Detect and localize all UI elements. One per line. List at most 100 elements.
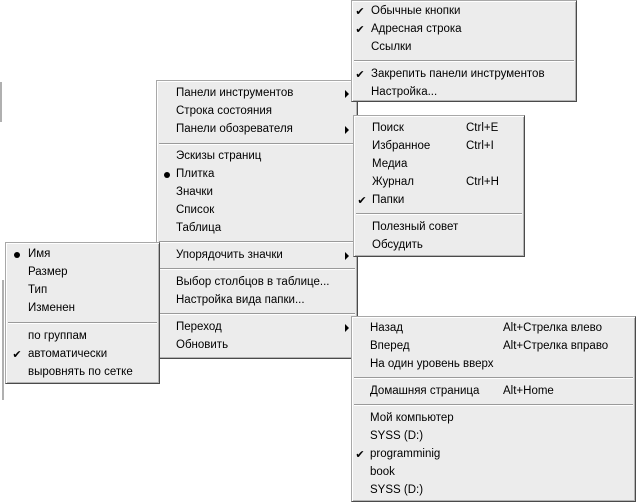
arrange-item-auto-arrange[interactable]: ✔ автоматически	[6, 346, 159, 364]
go-item-programminig[interactable]: ✔ programminig	[352, 446, 635, 464]
go-item-my-computer[interactable]: Мой компьютер	[352, 410, 635, 428]
menu-item-label: Закрепить панели инструментов	[371, 68, 545, 80]
menu-item-label: Вперед	[370, 340, 410, 352]
check-icon: ✔	[357, 195, 367, 207]
menu-item-label: Плитка	[176, 168, 215, 180]
submenu-arrow-icon	[345, 324, 349, 332]
view-menu-item-go-to[interactable]: Переход	[157, 319, 357, 337]
view-menu-item-details[interactable]: Таблица	[157, 220, 357, 238]
menu-item-label: по группам	[28, 330, 87, 342]
menu-item-label: programminig	[370, 448, 441, 460]
go-item-forward[interactable]: Вперед Alt+Стрелка вправо	[352, 338, 635, 356]
check-icon: ✔	[12, 349, 22, 361]
menu-item-label: Домашняя страница	[370, 385, 480, 397]
menu-item-label: Тип	[28, 284, 48, 296]
menu-item-label: Размер	[28, 266, 68, 278]
view-menu-item-list[interactable]: Список	[157, 202, 357, 220]
menu-separator	[354, 377, 633, 379]
toolbars-item-customize[interactable]: Настройка...	[352, 84, 576, 102]
explorer-bars-submenu: Поиск Ctrl+E Избранное Ctrl+I Медиа Журн…	[353, 115, 525, 257]
check-icon: ✔	[355, 449, 365, 461]
menu-item-label: Панели обозревателя	[176, 123, 293, 135]
go-item-syss-drive[interactable]: SYSS (D:)	[352, 428, 635, 446]
arrange-item-type[interactable]: Тип	[6, 282, 159, 300]
menu-item-label: Выбор столбцов в таблице...	[176, 276, 330, 288]
view-menu-item-explorer-bars[interactable]: Панели обозревателя	[157, 121, 357, 139]
view-menu-item-status-bar[interactable]: Строка состояния	[157, 103, 357, 121]
menu-item-label: book	[370, 466, 395, 478]
go-item-home-page[interactable]: Домашняя страница Alt+Home	[352, 383, 635, 401]
menu-item-label: Адресная строка	[371, 23, 462, 35]
toolbars-submenu: ✔ Обычные кнопки ✔ Адресная строка Ссылк…	[351, 0, 577, 102]
explorer-item-history[interactable]: Журнал Ctrl+H	[354, 174, 524, 192]
menu-item-label: Настройка вида папки...	[176, 294, 305, 306]
view-menu-item-refresh[interactable]: Обновить	[157, 337, 357, 355]
menu-item-shortcut: Ctrl+H	[466, 176, 499, 188]
explorer-item-favorites[interactable]: Избранное Ctrl+I	[354, 138, 524, 156]
menu-item-label: Панели инструментов	[176, 87, 294, 99]
view-menu-item-toolbars[interactable]: Панели инструментов	[157, 85, 357, 103]
check-icon: ✔	[355, 6, 365, 18]
menu-item-label: Имя	[28, 248, 51, 260]
menu-separator	[159, 268, 355, 270]
go-to-submenu: Назад Alt+Стрелка влево Вперед Alt+Стрел…	[351, 316, 636, 502]
view-menu-item-arrange-icons[interactable]: Упорядочить значки	[157, 247, 357, 265]
arrange-item-by-groups[interactable]: по группам	[6, 328, 159, 346]
menu-item-label: SYSS (D:)	[370, 430, 424, 442]
menu-item-shortcut: Alt+Стрелка влево	[503, 322, 603, 334]
menu-separator	[354, 404, 633, 406]
explorer-item-tip-of-day[interactable]: Полезный совет	[354, 219, 524, 237]
view-menu-item-choose-columns[interactable]: Выбор столбцов в таблице...	[157, 274, 357, 292]
check-icon: ✔	[355, 24, 365, 36]
menu-item-label: Упорядочить значки	[176, 249, 283, 261]
arrange-item-align-to-grid[interactable]: выровнять по сетке	[6, 364, 159, 382]
go-item-book[interactable]: book	[352, 464, 635, 482]
menu-item-label: SYSS (D:)	[370, 484, 424, 496]
menu-item-label: Папки	[372, 194, 405, 206]
view-menu-item-customize-folder[interactable]: Настройка вида папки...	[157, 292, 357, 310]
menu-item-label: Эскизы страниц	[176, 150, 262, 162]
toolbars-item-lock-toolbars[interactable]: ✔ Закрепить панели инструментов	[352, 66, 576, 84]
arrange-item-size[interactable]: Размер	[6, 264, 159, 282]
arrange-item-name[interactable]: Имя	[6, 246, 159, 264]
menu-item-label: Избранное	[372, 140, 431, 152]
go-item-up-one-level[interactable]: На один уровень вверх	[352, 356, 635, 374]
menu-item-label: Журнал	[372, 176, 414, 188]
background-window-fragment	[0, 82, 2, 122]
toolbars-item-links[interactable]: Ссылки	[352, 39, 576, 57]
explorer-item-search[interactable]: Поиск Ctrl+E	[354, 120, 524, 138]
toolbars-item-address-bar[interactable]: ✔ Адресная строка	[352, 21, 576, 39]
view-menu: Панели инструментов Строка состояния Пан…	[156, 80, 358, 359]
background-window-fragment	[2, 280, 4, 400]
submenu-arrow-icon	[345, 252, 349, 260]
view-menu-item-tiles[interactable]: Плитка	[157, 166, 357, 184]
menu-item-label: Значки	[176, 186, 213, 198]
menu-item-label: Назад	[370, 322, 403, 334]
menu-item-label: Ссылки	[371, 41, 412, 53]
arrange-icons-submenu: Имя Размер Тип Изменен по группам ✔ авто…	[5, 242, 160, 384]
menu-item-label: Таблица	[176, 222, 222, 234]
submenu-arrow-icon	[345, 126, 349, 134]
view-menu-item-icons[interactable]: Значки	[157, 184, 357, 202]
menu-separator	[159, 143, 355, 145]
menu-item-label: выровнять по сетке	[28, 366, 133, 378]
menu-item-label: Обсудить	[372, 239, 423, 251]
toolbars-item-standard-buttons[interactable]: ✔ Обычные кнопки	[352, 3, 576, 21]
menu-item-label: Обновить	[176, 339, 229, 351]
menu-item-label: Изменен	[28, 302, 75, 314]
go-item-syss-drive-2[interactable]: SYSS (D:)	[352, 482, 635, 500]
menu-item-label: Обычные кнопки	[371, 5, 461, 17]
explorer-item-folders[interactable]: ✔ Папки	[354, 192, 524, 210]
arrange-item-modified[interactable]: Изменен	[6, 300, 159, 318]
explorer-item-discuss[interactable]: Обсудить	[354, 237, 524, 255]
submenu-arrow-icon	[345, 90, 349, 98]
explorer-item-media[interactable]: Медиа	[354, 156, 524, 174]
bullet-icon	[14, 252, 20, 258]
go-item-back[interactable]: Назад Alt+Стрелка влево	[352, 320, 635, 338]
view-menu-item-thumbnails[interactable]: Эскизы страниц	[157, 148, 357, 166]
menu-item-label: Список	[176, 204, 215, 216]
menu-item-label: Настройка...	[371, 86, 438, 98]
menu-item-label: Мой компьютер	[370, 412, 454, 424]
menu-item-shortcut: Ctrl+I	[466, 140, 494, 152]
menu-separator	[354, 60, 574, 62]
